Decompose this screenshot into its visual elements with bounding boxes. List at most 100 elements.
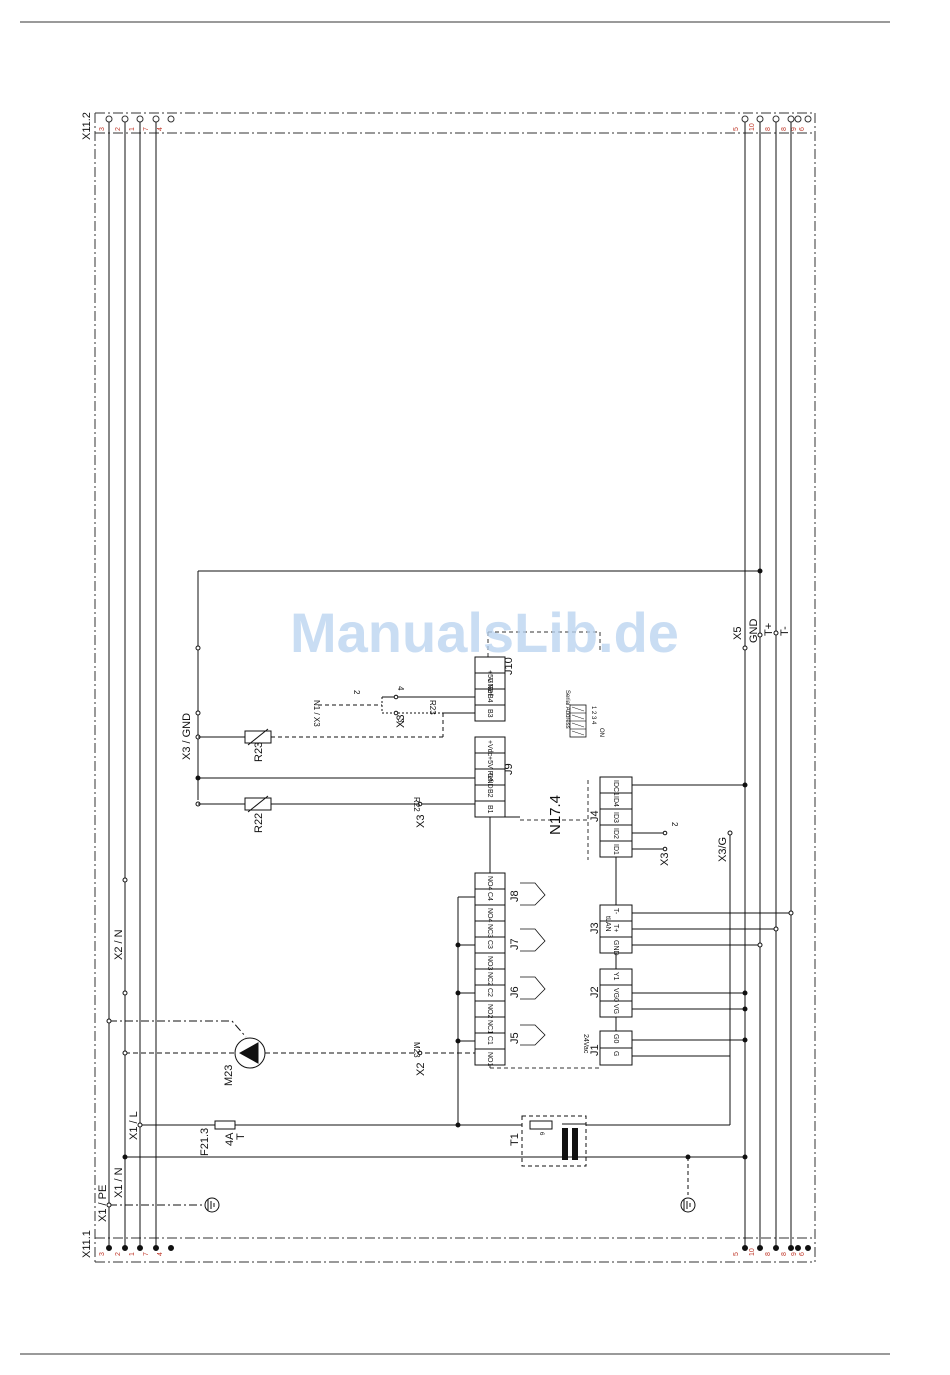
pin-bot-l2: 2: [115, 1252, 122, 1256]
svg-text:1 2 3 4: 1 2 3 4: [590, 706, 596, 725]
svg-text:NO3: NO3: [486, 956, 493, 971]
connector-j4: IDC1 ID4 ID3 ID2 ID1 J4: [589, 776, 633, 858]
svg-text:ID2: ID2: [612, 828, 619, 839]
svg-text:J4: J4: [589, 810, 601, 822]
svg-text:NC3: NC3: [486, 924, 493, 938]
pin-bot-r1: 5: [733, 1252, 740, 1256]
connector-j1: G0 G 24Vac J1: [582, 1030, 633, 1066]
pin-top-l1: 3: [99, 127, 106, 131]
pin-top-l3: 1: [129, 127, 136, 131]
pin-top-l2: 2: [115, 127, 122, 131]
j9-label: J9: [503, 763, 515, 775]
svg-text:ID3: ID3: [612, 812, 619, 823]
pin-bot-r3: 8: [765, 1252, 772, 1256]
label-x1-pe: X1 / PE: [97, 1185, 109, 1222]
label-x1-n: X1 / N: [113, 1167, 125, 1198]
transformer-t1: 6: [521, 1115, 587, 1167]
label-4a: 4A: [224, 1132, 236, 1146]
svg-text:J6: J6: [509, 986, 521, 998]
pin-bot-r2: 10: [749, 1248, 756, 1256]
svg-text:+Vdc: +Vdc: [486, 740, 493, 757]
label-x1-l: X1 / L: [128, 1111, 140, 1140]
svg-text:T-: T-: [612, 908, 619, 915]
svg-text:GND: GND: [612, 940, 619, 956]
svg-text:J2: J2: [589, 986, 601, 998]
label-x3g: X3/G: [717, 837, 729, 862]
label-f213: F21.3: [199, 1128, 211, 1156]
label-n4: 4: [396, 686, 405, 691]
connector-j5-j8: NO4 C4 NO4 NC3 C3 NO3 NC2 C2 NO2 NC1 C1 …: [474, 872, 521, 1067]
connector-j3: T- T+ GND tLAN J3: [589, 904, 633, 956]
top-rule: [20, 21, 890, 23]
label-x2-n: X2 / N: [113, 929, 125, 960]
bus-lines: [108, 122, 792, 1246]
label-r22: R22: [253, 813, 265, 833]
label-j4-n2: 2: [670, 822, 679, 827]
pin-top-r4: 8: [781, 127, 788, 131]
svg-text:Y1: Y1: [612, 972, 619, 981]
label-m23: M23: [223, 1065, 235, 1086]
svg-text:G: G: [612, 1051, 619, 1056]
pin-bot-l4: 7: [143, 1252, 150, 1256]
svg-text:G0: G0: [612, 1034, 619, 1043]
svg-text:ID4: ID4: [612, 796, 619, 807]
svg-text:B4: B4: [486, 694, 493, 703]
label-x3-r22: X3: [415, 815, 427, 828]
svg-text:J3: J3: [589, 922, 601, 934]
svg-text:ID1: ID1: [612, 844, 619, 855]
label-x2-m23: X2: [415, 1063, 427, 1076]
controller-name: N17.4: [547, 795, 564, 835]
pin-bot-l5: 4: [157, 1252, 164, 1256]
pin-top-r5: 9: [791, 127, 798, 131]
svg-text:tLAN: tLAN: [604, 916, 611, 932]
svg-text:J1: J1: [589, 1044, 601, 1056]
pin-bot-r4: 8: [781, 1252, 788, 1256]
label-n1x3: N1 / X3: [312, 700, 321, 727]
svg-text:+5V Ref: +5V Ref: [486, 670, 493, 696]
label-x3-r23: X3: [395, 715, 407, 728]
svg-text:NO1: NO1: [486, 1052, 493, 1067]
bottom-rule: [20, 1353, 890, 1355]
label-x5: X5: [732, 627, 744, 640]
svg-text:IDC1: IDC1: [612, 780, 619, 796]
pin-top-r6: 6: [799, 127, 806, 131]
svg-text:+5V Ref: +5V Ref: [486, 756, 493, 782]
svg-text:Serial Address: Serial Address: [564, 690, 570, 729]
svg-text:C3: C3: [486, 940, 493, 949]
svg-text:6: 6: [538, 1132, 544, 1136]
svg-text:J5: J5: [509, 1032, 521, 1044]
strip-top-label: X11.2: [81, 112, 93, 140]
label-t1: T1: [509, 1133, 521, 1146]
connector-j2: Y1 VG0 VG J2: [589, 968, 633, 1018]
pin-top-r2: 10: [749, 123, 756, 131]
svg-text:B1: B1: [486, 805, 493, 814]
label-r22-wire: R22: [412, 797, 421, 812]
connector-j9: +Vdc +5V Ref GND B2 B1 J9: [474, 736, 515, 818]
svg-text:B3: B3: [486, 709, 493, 718]
label-m23-wire: M23: [412, 1042, 421, 1058]
label-gnd: GND: [748, 619, 760, 644]
svg-text:C1: C1: [486, 1036, 493, 1045]
label-n3: 3: [396, 718, 405, 723]
svg-text:VG0: VG0: [612, 988, 619, 1002]
svg-text:J7: J7: [509, 938, 521, 950]
enclosure-frame: [94, 112, 816, 1263]
svg-text:NC2: NC2: [486, 972, 493, 986]
svg-text:GND: GND: [486, 773, 493, 789]
svg-text:GND: GND: [486, 678, 493, 694]
fuse-f21-3: [214, 1120, 236, 1130]
pin-bot-l3: 1: [129, 1252, 136, 1256]
svg-text:C4: C4: [486, 892, 493, 901]
label-r23: R23: [253, 742, 265, 762]
svg-text:24Vac: 24Vac: [582, 1034, 589, 1054]
label-n2: 2: [352, 690, 361, 695]
controller-outline: [487, 631, 601, 860]
pin-bot-l1: 3: [99, 1252, 106, 1256]
svg-text:NO2: NO2: [486, 1004, 493, 1019]
strip-bottom-label: X11.1: [81, 1230, 93, 1258]
earth-left: [106, 1197, 220, 1213]
pin-top-l4: 7: [143, 127, 150, 131]
serial-address-dip: Serial Address 1 2 3 4 ON: [564, 690, 604, 738]
